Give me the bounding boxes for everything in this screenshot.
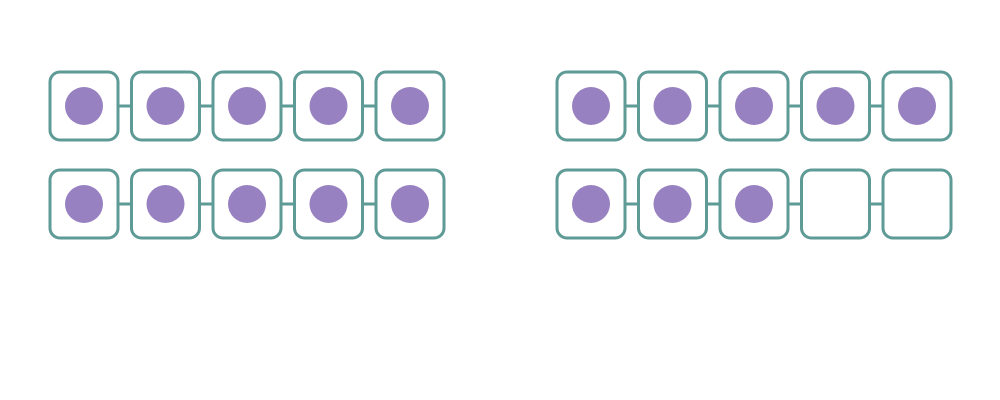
counter-dot: [309, 87, 348, 125]
counter-dot: [898, 87, 936, 125]
counter-dot: [653, 185, 692, 223]
counter-dot: [146, 87, 185, 125]
counter-dot: [735, 185, 773, 223]
counter-dot: [65, 185, 103, 223]
ten-frame-row: [48, 70, 446, 142]
counter-dot: [309, 185, 348, 223]
ten-frame-row: [555, 168, 953, 240]
counter-dot: [391, 185, 429, 223]
counter-dot: [816, 87, 855, 125]
counter-dot: [653, 87, 692, 125]
counter-dot: [391, 87, 429, 125]
ten-frame-2: [555, 70, 953, 240]
counter-dot: [228, 87, 266, 125]
counter-dot: [146, 185, 185, 223]
counter-dot: [572, 87, 610, 125]
counter-dot: [65, 87, 103, 125]
counter-dot: [228, 185, 266, 223]
counter-dot: [735, 87, 773, 125]
frame-cell: [881, 168, 953, 240]
frame-cell: [800, 168, 871, 240]
ten-frame-row: [48, 168, 446, 240]
ten-frame-1: [48, 70, 446, 240]
ten-frame-row: [555, 70, 953, 142]
counter-dot: [572, 185, 610, 223]
